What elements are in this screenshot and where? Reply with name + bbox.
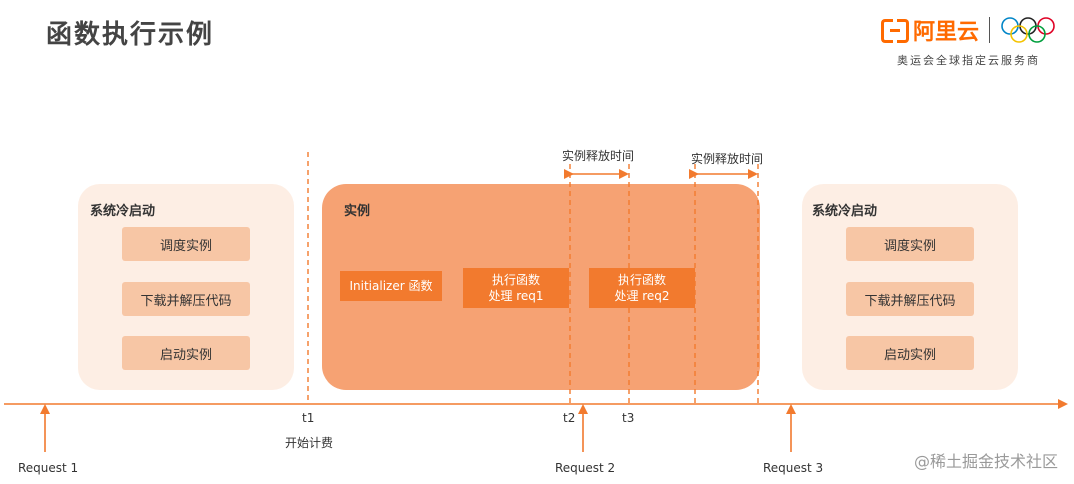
request-1-label: Request 1 [18,461,79,475]
olympic-rings-icon [1001,17,1055,43]
billing-start-label: 开始计费 [285,436,334,450]
step-schedule-right: 调度实例 [846,227,974,261]
request-3-label: Request 3 [763,461,824,475]
step-download-right: 下载并解压代码 [846,282,974,316]
cold-start-label-right: 系统冷启动 [812,204,878,219]
release-label-first: 实例释放时间 [562,149,635,163]
aliyun-logo: 阿里云 [880,14,979,46]
t3-label: t3 [622,411,635,425]
brand-divider [989,17,990,43]
step-start-right: 启动实例 [846,336,974,370]
page-title: 函数执行示例 [46,20,215,50]
step-schedule-left: 调度实例 [122,227,250,261]
t1-label: t1 [302,411,315,425]
brand-subtitle: 奥运会全球指定云服务商 [896,54,1040,67]
initializer-box: Initializer 函数 [340,271,442,301]
req2-box: 执行函数 处理 req2 [589,268,695,308]
instance-label: 实例 [344,204,371,219]
watermark: @稀土掘金技术社区 [913,452,1058,471]
cold-start-label-left: 系统冷启动 [90,204,156,219]
req1-box: 执行函数 处理 req1 [463,268,569,308]
t2-label: t2 [563,411,576,425]
aliyun-logo-icon [880,19,909,43]
request-2-label: Request 2 [555,461,616,475]
step-start-left: 启动实例 [122,336,250,370]
brand-block: 阿里云 奥运会全球指定云服务商 [880,14,1056,68]
release-label-second: 实例释放时间 [691,152,764,166]
brand-name: 阿里云 [912,20,979,45]
step-download-left: 下载并解压代码 [122,282,250,316]
